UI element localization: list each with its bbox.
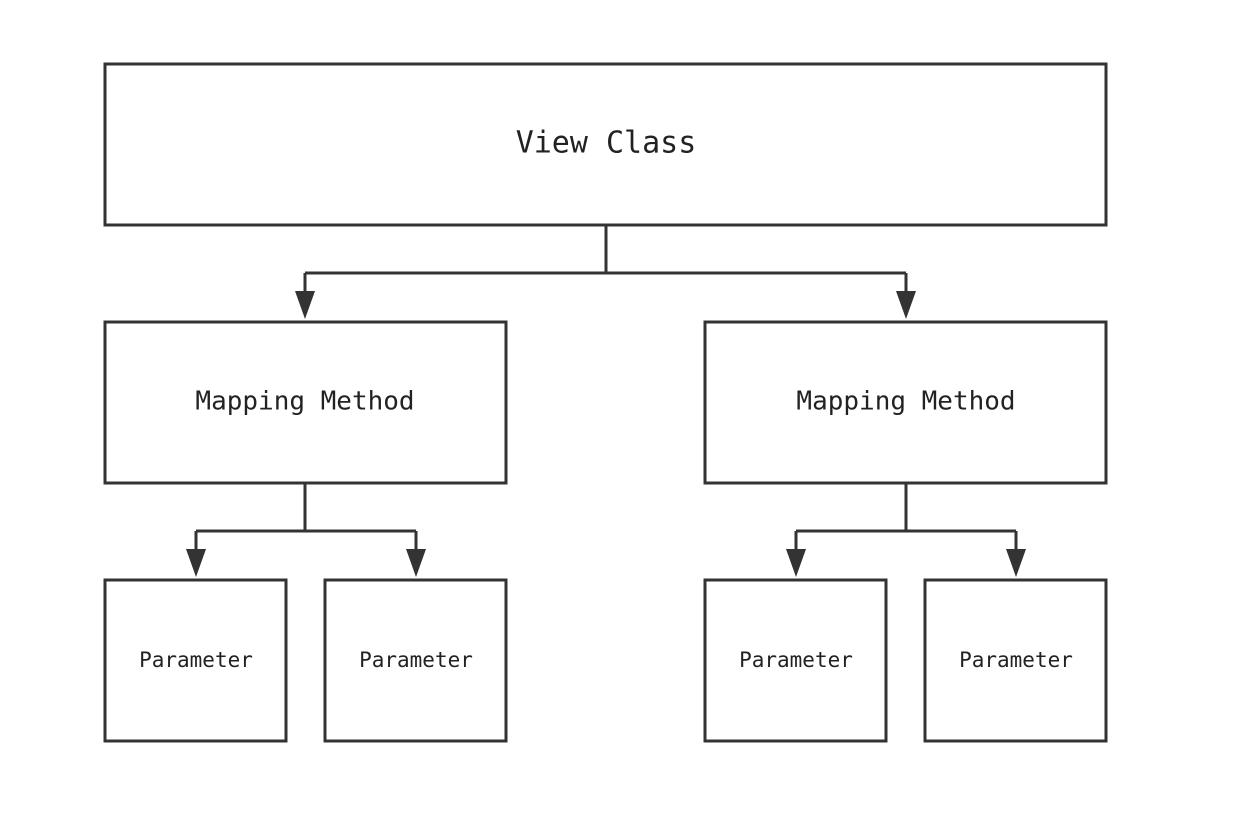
method-left-connector <box>186 483 426 577</box>
parameter-label: Parameter <box>359 648 473 672</box>
parameter-label: Parameter <box>959 648 1073 672</box>
mapping-method-label: Mapping Method <box>195 387 414 417</box>
parameter-node-2: Parameter <box>323 578 508 743</box>
mapping-method-label: Mapping Method <box>796 387 1015 417</box>
arrow-to-param-2 <box>406 549 426 577</box>
parameter-label: Parameter <box>139 648 253 672</box>
method-left-to-params-line <box>194 483 418 555</box>
mapping-method-node-right: Mapping Method <box>703 320 1108 485</box>
method-right-to-params-line <box>794 483 1018 555</box>
arrow-to-param-4 <box>1006 549 1026 577</box>
parameter-node-3: Parameter <box>703 578 888 743</box>
arrow-to-method-left <box>295 291 315 319</box>
view-class-label: View Class <box>516 126 697 161</box>
parameter-node-4: Parameter <box>923 578 1108 743</box>
arrow-to-param-1 <box>186 549 206 577</box>
arrow-to-param-3 <box>786 549 806 577</box>
parameter-node-1: Parameter <box>103 578 288 743</box>
parameter-label: Parameter <box>739 648 853 672</box>
root-to-methods-line <box>303 225 908 297</box>
root-connector <box>295 225 916 319</box>
view-class-node: View Class <box>103 62 1108 227</box>
arrow-to-method-right <box>896 291 916 319</box>
mapping-method-node-left: Mapping Method <box>103 320 508 485</box>
method-right-connector <box>786 483 1026 577</box>
